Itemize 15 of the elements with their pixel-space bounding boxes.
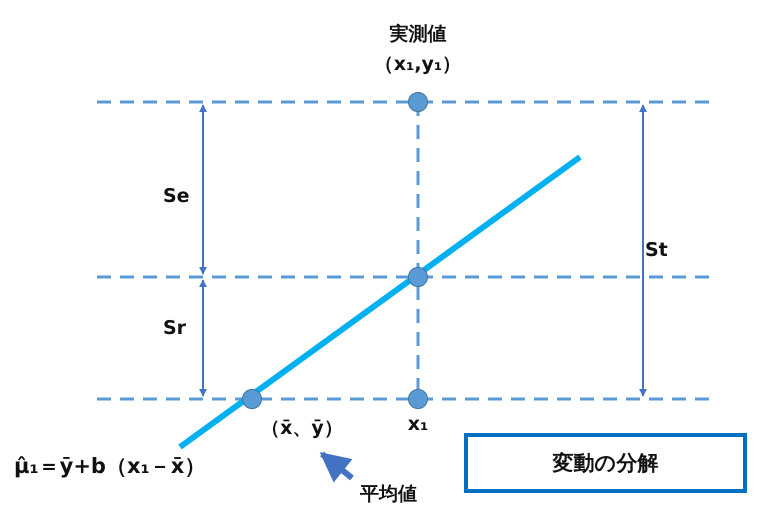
data-point — [408, 389, 428, 409]
point-label: （x̄、ȳ） — [261, 418, 343, 439]
title-box: 変動の分解 — [464, 433, 747, 493]
dimension-label: Sr — [163, 318, 186, 339]
data-point — [242, 389, 262, 409]
data-point — [408, 267, 428, 287]
formula-text: μ̂₁＝ȳ+b（x₁－x̄） — [14, 455, 206, 478]
point-label: （x₁,y₁） — [374, 54, 462, 75]
point-label: 実測値 — [390, 24, 446, 45]
data-point — [408, 92, 428, 112]
dimension-label: Se — [163, 186, 190, 207]
annotation-text: 平均値 — [360, 484, 417, 505]
point-label: x₁ — [408, 414, 428, 435]
arrow — [320, 452, 354, 483]
dimension-label: St — [645, 240, 668, 261]
